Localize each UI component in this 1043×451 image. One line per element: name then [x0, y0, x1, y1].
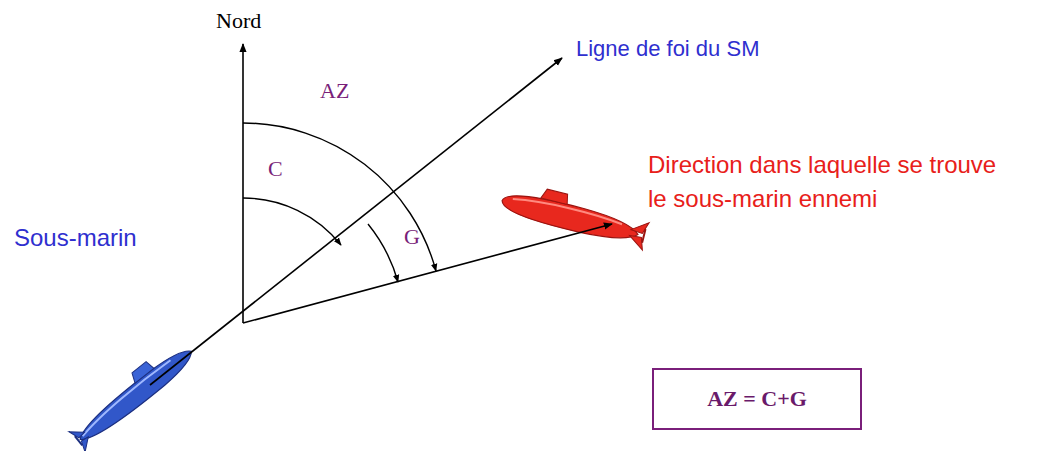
bearing-angle-arc [368, 224, 398, 282]
enemy-submarine [499, 179, 651, 250]
heading-label: Ligne de foi du SM [576, 36, 759, 62]
angle-label: G [404, 224, 420, 250]
north-line [242, 44, 244, 323]
azimuth-arc [243, 123, 436, 271]
angle-label: AZ [320, 78, 349, 104]
angle-label: C [268, 156, 283, 182]
formula-text: AZ = C+G [707, 386, 807, 412]
north-label: Nord [216, 8, 261, 34]
own-submarine [65, 336, 200, 451]
course-arc [243, 198, 341, 245]
heading-line [150, 58, 562, 385]
own-submarine-label: Sous-marin [14, 224, 137, 253]
formula-box: AZ = C+G [652, 368, 862, 430]
bearing-line [243, 224, 612, 323]
enemy-direction-label: Direction dans laquelle se trouve le sou… [648, 148, 1010, 215]
